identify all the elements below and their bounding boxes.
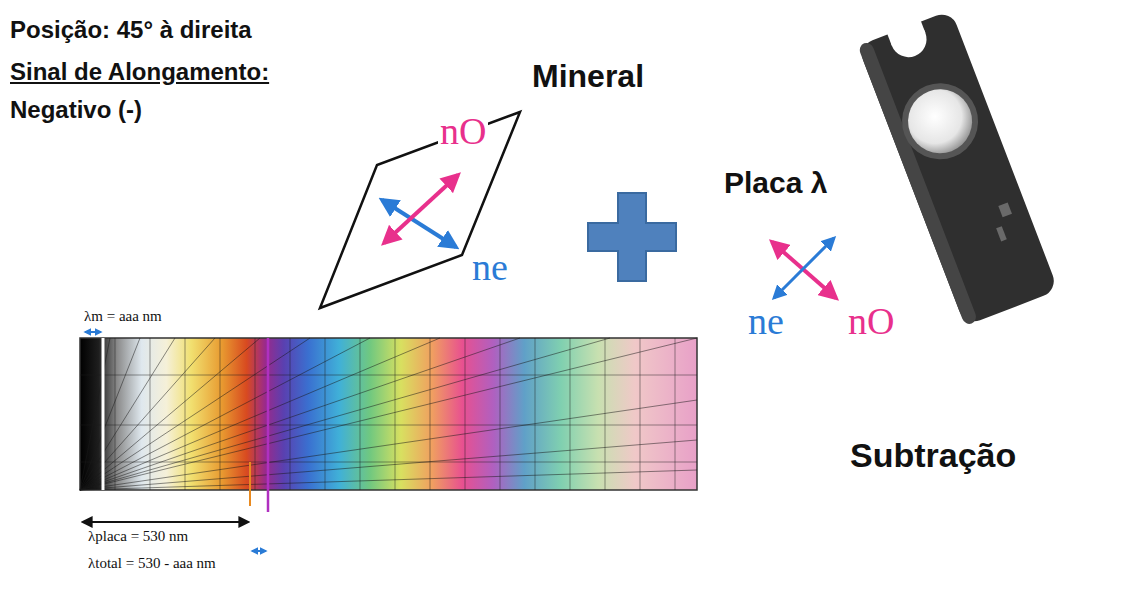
color-chart: [80, 338, 697, 490]
lambda-m-arrow: [85, 331, 101, 333]
index-label: nO: [846, 300, 896, 344]
mineral-label: Mineral: [530, 58, 646, 95]
chart-grid: [80, 338, 697, 490]
plate-mark: [996, 226, 1007, 241]
index-label: nO: [438, 110, 488, 154]
plate-mark: [998, 202, 1012, 217]
interference-chart: [80, 338, 697, 512]
index-label: ne: [746, 300, 786, 344]
plate-lens-rim: [891, 72, 989, 170]
elongation-heading: Sinal de Alongamento:: [8, 58, 271, 86]
mineral-grain: [320, 112, 520, 308]
birefringence-lines: [80, 338, 697, 490]
plus-sign: [588, 193, 676, 281]
operation-label: Subtração: [848, 436, 1018, 475]
plate-edge: [858, 41, 979, 326]
elongation-sign: Negativo (-): [8, 96, 144, 124]
lambda-total-arrow: [252, 550, 266, 552]
plate-label: Placa λ: [722, 166, 829, 201]
plate-body: [858, 10, 1059, 326]
total-retardation-line: [267, 338, 270, 512]
lambda-plate: [853, 0, 1058, 326]
retardation-label: λtotal = 530 - aaa nm: [86, 555, 218, 572]
mineral-retardation-line: [102, 338, 105, 490]
lambda-plate-arrow: [83, 521, 248, 523]
no-vibration-arrow: [384, 175, 458, 243]
plate-notch: [885, 16, 932, 63]
retardation-label: λm = aaa nm: [82, 308, 164, 325]
retardation-label: λplaca = 530 nm: [86, 528, 190, 545]
plate-lens: [899, 80, 982, 163]
index-label: ne: [470, 246, 510, 290]
position-note: Posição: 45° à direita: [8, 16, 254, 44]
ne-vibration-arrow: [382, 200, 456, 247]
plate-retardation-line: [249, 462, 251, 506]
plate-ne-arrow: [774, 238, 834, 298]
